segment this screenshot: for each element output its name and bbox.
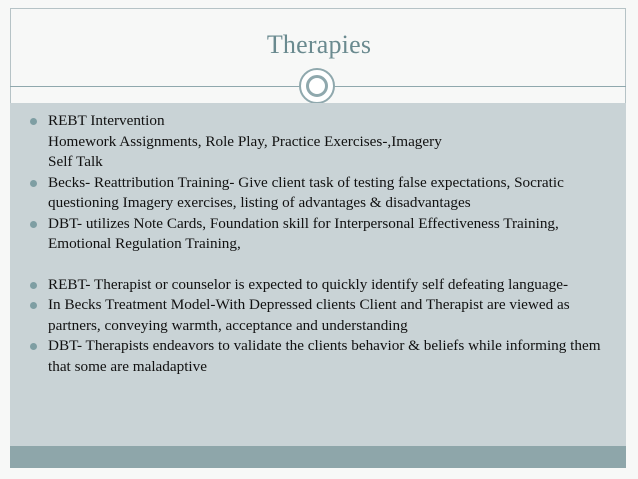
bullet-icon bbox=[30, 179, 37, 187]
list-item: REBT Intervention bbox=[28, 111, 616, 132]
list-item: DBT- utilizes Note Cards, Foundation ski… bbox=[28, 214, 616, 255]
list-item-text: In Becks Treatment Model-With Depressed … bbox=[48, 296, 570, 334]
bullet-icon bbox=[30, 118, 37, 125]
list-item-text: DBT- Therapists endeavors to validate th… bbox=[48, 337, 601, 375]
list-item: REBT- Therapist or counselor is expected… bbox=[28, 275, 616, 296]
slide-title: Therapies bbox=[266, 30, 372, 59]
circle-ornament-icon bbox=[299, 68, 335, 104]
bullet-icon bbox=[30, 343, 37, 350]
sub-item: Homework Assignments, Role Play, Practic… bbox=[48, 132, 442, 150]
content-panel: REBT Intervention Homework Assignments, … bbox=[10, 103, 626, 446]
spacer bbox=[28, 255, 616, 275]
list-item: Becks- Reattribution Training- Give clie… bbox=[28, 173, 616, 214]
list-item: In Becks Treatment Model-With Depressed … bbox=[28, 295, 616, 336]
list-item-text: REBT Intervention bbox=[48, 112, 165, 129]
bullet-icon bbox=[30, 220, 37, 228]
bullet-icon bbox=[30, 281, 37, 289]
list-item-text: Becks- Reattribution Training- Give clie… bbox=[48, 173, 564, 212]
footer-bar bbox=[10, 446, 626, 468]
list-item-text: DBT- utilizes Note Cards, Foundation ski… bbox=[48, 214, 559, 253]
list-item: DBT- Therapists endeavors to validate th… bbox=[28, 336, 616, 377]
bullet-icon bbox=[30, 302, 37, 309]
sub-item: Self Talk bbox=[48, 153, 103, 170]
bullet-list: REBT Intervention Homework Assignments, … bbox=[28, 111, 616, 377]
list-item-text: REBT- Therapist or counselor is expected… bbox=[48, 275, 569, 293]
circle-ornament-inner bbox=[306, 75, 328, 97]
